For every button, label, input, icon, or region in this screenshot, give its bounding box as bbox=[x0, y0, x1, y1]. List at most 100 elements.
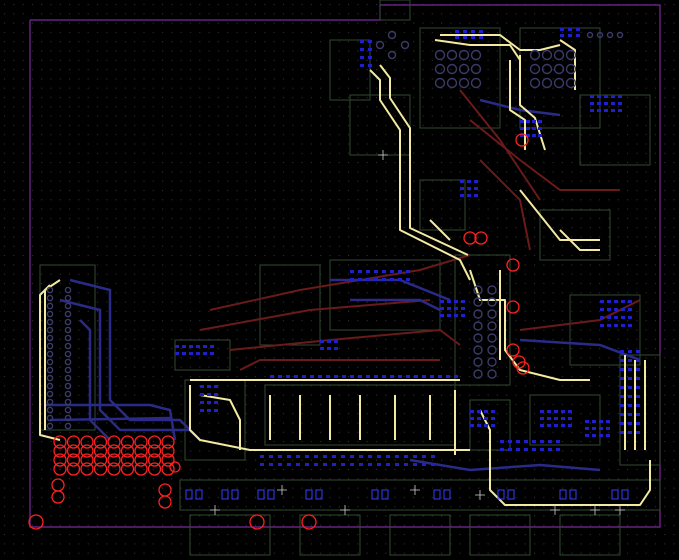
smd-pad bbox=[455, 30, 459, 33]
drc-violation-marker[interactable] bbox=[161, 453, 175, 467]
smd-pad bbox=[599, 420, 603, 423]
through-hole-pin bbox=[46, 286, 54, 294]
drc-violation-marker[interactable] bbox=[120, 435, 135, 449]
smd-pad bbox=[477, 424, 481, 427]
drc-violations[interactable] bbox=[28, 133, 530, 530]
smd-pad bbox=[600, 316, 604, 319]
drc-violation-marker[interactable] bbox=[147, 444, 162, 458]
drc-violation-marker[interactable] bbox=[80, 453, 94, 467]
smd-pad bbox=[611, 109, 615, 112]
drc-violation-marker[interactable] bbox=[474, 231, 488, 245]
drc-violation-marker[interactable] bbox=[516, 361, 530, 375]
through-hole-pin bbox=[458, 63, 470, 75]
drc-violation-marker[interactable] bbox=[107, 453, 121, 467]
drc-violation-marker[interactable] bbox=[107, 444, 121, 458]
drc-violation-marker[interactable] bbox=[147, 453, 162, 467]
connector-pad bbox=[433, 489, 441, 500]
smd-pad bbox=[568, 417, 572, 420]
drc-violation-marker[interactable] bbox=[93, 444, 108, 458]
smd-pad bbox=[548, 448, 552, 451]
through-hole-pin bbox=[64, 414, 72, 422]
smd-pad bbox=[350, 455, 354, 458]
smd-pad bbox=[269, 455, 273, 458]
through-hole-pin bbox=[64, 422, 72, 430]
smd-pad bbox=[446, 375, 450, 378]
drc-violation-marker[interactable] bbox=[120, 453, 135, 467]
drc-violation-marker[interactable] bbox=[93, 453, 108, 467]
smd-pad bbox=[327, 347, 331, 350]
drc-violation-marker[interactable] bbox=[249, 514, 265, 530]
drc-violation-marker[interactable] bbox=[515, 133, 529, 147]
drc-violation-marker[interactable] bbox=[301, 514, 317, 530]
drc-violation-marker[interactable] bbox=[147, 435, 162, 449]
drc-violation-marker[interactable] bbox=[506, 258, 520, 272]
drc-violation-marker[interactable] bbox=[53, 435, 67, 449]
smd-pad bbox=[491, 417, 495, 420]
through-hole-pin bbox=[46, 406, 54, 414]
through-hole-pin bbox=[553, 63, 565, 75]
drc-violation-marker[interactable] bbox=[93, 435, 108, 449]
drc-violation-marker[interactable] bbox=[506, 343, 520, 357]
drc-violation-marker[interactable] bbox=[463, 231, 477, 245]
drc-violation-marker[interactable] bbox=[147, 462, 162, 476]
drc-violation-marker[interactable] bbox=[161, 435, 175, 449]
smd-pad bbox=[467, 180, 471, 183]
drc-violation-marker[interactable] bbox=[66, 444, 81, 458]
drc-violation-marker[interactable] bbox=[120, 444, 135, 458]
smd-pad bbox=[561, 424, 565, 427]
through-hole-pin bbox=[541, 63, 553, 75]
drc-violation-marker[interactable] bbox=[107, 435, 121, 449]
smd-pad bbox=[207, 401, 211, 404]
smd-pad bbox=[636, 422, 640, 425]
smd-pad bbox=[538, 134, 542, 137]
through-hole-pin bbox=[565, 77, 577, 89]
drc-violation-marker[interactable] bbox=[53, 453, 67, 467]
drc-violation-marker[interactable] bbox=[134, 462, 148, 476]
drc-violation-marker[interactable] bbox=[134, 453, 148, 467]
drc-violation-marker[interactable] bbox=[161, 444, 175, 458]
drc-violation-marker[interactable] bbox=[158, 495, 172, 509]
drc-violation-marker[interactable] bbox=[28, 514, 44, 530]
smd-pad bbox=[341, 463, 345, 466]
smd-pad bbox=[398, 375, 402, 378]
drc-violation-marker[interactable] bbox=[66, 462, 81, 476]
drc-violation-marker[interactable] bbox=[66, 435, 81, 449]
drc-violation-marker[interactable] bbox=[66, 453, 81, 467]
drc-violation-marker[interactable] bbox=[93, 462, 108, 476]
drc-violation-marker[interactable] bbox=[169, 461, 181, 473]
drc-violation-marker[interactable] bbox=[120, 462, 135, 476]
smd-pad bbox=[628, 350, 632, 353]
smd-pad bbox=[203, 345, 207, 348]
smd-pad bbox=[386, 463, 390, 466]
drc-violation-marker[interactable] bbox=[53, 444, 67, 458]
drc-violation-marker[interactable] bbox=[506, 300, 520, 314]
drc-violation-marker[interactable] bbox=[51, 490, 65, 504]
smd-pad bbox=[287, 455, 291, 458]
smd-pad bbox=[358, 278, 362, 281]
drc-violation-marker[interactable] bbox=[134, 435, 148, 449]
smd-pad bbox=[636, 359, 640, 362]
smd-pad bbox=[382, 278, 386, 281]
drc-violation-marker[interactable] bbox=[53, 462, 67, 476]
connector-pad bbox=[185, 489, 193, 500]
smd-pad bbox=[210, 352, 214, 355]
smd-pad bbox=[360, 64, 364, 67]
smd-pad bbox=[471, 30, 475, 33]
smd-pad bbox=[196, 352, 200, 355]
drc-violation-marker[interactable] bbox=[80, 435, 94, 449]
drc-violation-marker[interactable] bbox=[134, 444, 148, 458]
smd-pad bbox=[334, 375, 338, 378]
smd-pad bbox=[203, 352, 207, 355]
drc-violation-marker[interactable] bbox=[161, 462, 175, 476]
smd-pad bbox=[358, 270, 362, 273]
drc-violation-marker[interactable] bbox=[107, 462, 121, 476]
smd-pad bbox=[508, 448, 512, 451]
smd-pad bbox=[614, 300, 618, 303]
smd-pad bbox=[556, 440, 560, 443]
drc-violation-marker[interactable] bbox=[80, 462, 94, 476]
smd-pad bbox=[618, 95, 622, 98]
drc-violation-marker[interactable] bbox=[80, 444, 94, 458]
smd-pad bbox=[620, 377, 624, 380]
smd-pad bbox=[606, 427, 610, 430]
